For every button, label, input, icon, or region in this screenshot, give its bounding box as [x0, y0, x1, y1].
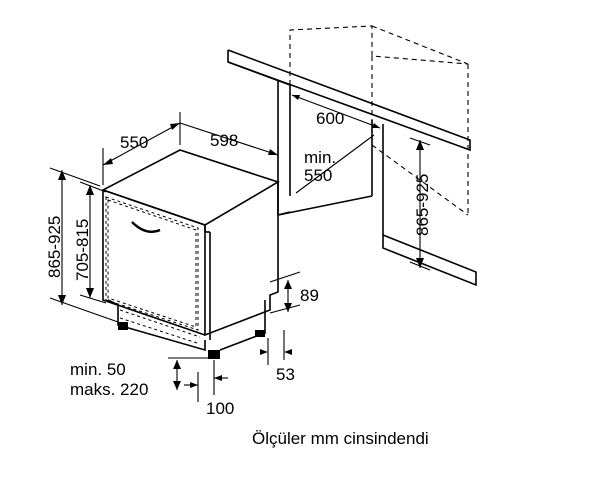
label-89: 89 — [300, 286, 319, 305]
label-maks-220: maks. 220 — [70, 380, 148, 399]
caption: Ölçüler mm cinsindendi — [252, 429, 429, 448]
dim-plinth-height: 89 — [269, 271, 319, 314]
dim-plinth-depth: 100 — [184, 360, 234, 418]
label-min: min. — [304, 148, 336, 167]
label-600: 600 — [316, 109, 344, 128]
dim-plinth-range: min. 50 maks. 220 — [70, 357, 212, 399]
label-53: 53 — [276, 365, 295, 384]
dim-unit-height: 865-925 — [45, 167, 119, 323]
niche-outline — [227, 25, 477, 287]
dim-width: 598 — [179, 122, 279, 178]
label-100: 100 — [206, 399, 234, 418]
dim-foot-offset: 53 — [260, 330, 295, 384]
label-705-815: 705-815 — [73, 219, 92, 281]
dim-door-height: 705-815 — [73, 181, 107, 304]
dim-depth: 550 — [102, 112, 181, 185]
foot-front-left — [118, 322, 128, 330]
label-550-depth: 550 — [120, 133, 148, 152]
dim-niche-min-depth: min. 550 — [295, 134, 375, 194]
label-598: 598 — [210, 131, 238, 150]
label-min-50: min. 50 — [70, 360, 126, 379]
dim-niche-width: 600 — [291, 94, 381, 129]
dim-niche-height: 865-925 — [409, 137, 432, 271]
door-handle — [131, 221, 161, 233]
dishwasher-body — [100, 149, 280, 359]
label-865-925-niche: 865-925 — [413, 174, 432, 236]
foot-back-right — [255, 330, 265, 337]
label-865-925: 865-925 — [45, 216, 64, 278]
label-550-niche: 550 — [304, 166, 332, 185]
foot-front-right — [208, 350, 220, 359]
